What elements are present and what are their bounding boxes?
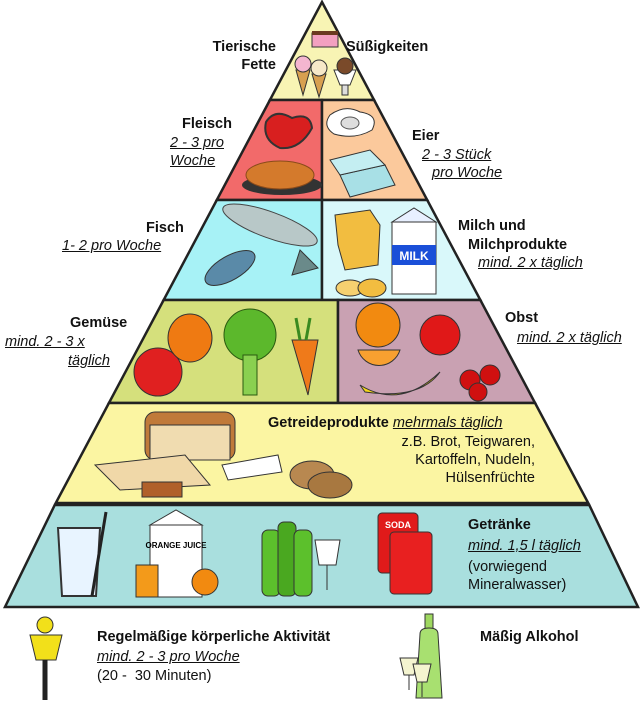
vegetables-frequency: mind. 2 - 3 x [5,334,85,350]
grains-examples: z.B. Brot, Teigwaren, Kartoffeln, Nudeln… [300,433,535,487]
chicken-icon [242,160,322,195]
cake-icon [311,31,339,48]
fruit-label: Obst [505,310,539,326]
fats-label-line: Tierische [212,39,276,55]
meat-label: Fleisch [182,116,232,132]
juice-label: ORANGE JUICE [146,541,208,550]
activity-label: Regelmäßige körperliche Aktivität [97,629,331,645]
water-glass-icon [56,511,108,597]
dairy-label: Milch und [458,218,526,234]
grains-frequency: mehrmals täglich [392,415,503,431]
grains-example: Kartoffeln, Nudeln, [415,452,535,468]
grains-example: z.B. Brot, Teigwaren, [401,434,535,450]
broccoli-icon [223,308,277,396]
fruit-frequency: mind. 2 x täglich [517,330,622,346]
cherries-icon [459,364,501,402]
apple-icon [419,314,461,356]
meat-frequency: 2 - 3 pro [170,135,224,151]
eggs-label: Eier [412,128,440,144]
ice-cream-icon [294,55,328,99]
grains-label: Getreideprodukte [268,415,389,431]
vegetables-frequency: täglich [68,353,110,369]
alcohol-label: Mäßig Alkohol [480,629,579,645]
cyclist-icon [29,616,63,700]
sundae-icon [333,57,357,96]
fish-label: Fisch [146,220,184,236]
milk-carton-icon: MILK [390,207,438,295]
drinks-note: Mineralwasser) [468,577,567,593]
soda-label: SODA [385,520,412,530]
dairy-label: Milchprodukte [468,237,568,253]
sweets-label: Süßigkeiten [346,39,429,55]
grains-example: Hülsenfrüchte [445,470,535,486]
drinks-label: Getränke [468,517,531,533]
activity-duration: (20 - 30 Minuten) [97,668,212,684]
orange-icon [355,302,401,366]
activity-frequency: mind. 2 - 3 pro Woche [97,649,240,665]
water-bottles-icon [261,521,341,597]
salmon-icon [222,203,319,276]
orange-juice-icon: ORANGE JUICE [135,509,219,598]
fish-frequency: 1- 2 pro Woche [62,238,162,254]
fried-egg-icon [326,108,375,137]
fats-label-line: Fette [241,57,276,73]
carrot-icon [291,317,319,396]
drinks-frequency: mind. 1,5 l täglich [468,538,581,554]
bread-icon [93,411,283,498]
eggs-frequency: pro Woche [432,165,503,181]
grains-heading: Getreideprodukte mehrmals täglich [268,414,502,432]
wine-bottle-icon [399,613,443,699]
soda-can-icon: SODA [377,512,433,595]
tomato-icon [133,347,183,397]
dairy-frequency: mind. 2 x täglich [478,255,583,271]
egg-carton-icon [329,149,396,198]
banana-icon [359,371,441,396]
cheese-icon [334,209,387,298]
fish-icon [204,250,256,286]
pumpkin-icon [167,313,213,363]
eggs-frequency: 2 - 3 Stück [422,147,492,163]
meat-frequency: Woche [170,153,216,169]
vegetables-label: Gemüse [70,315,128,331]
steak-icon [264,112,314,150]
drinks-note: (vorwiegend [468,559,547,575]
milk-label: MILK [399,249,429,263]
potato-icon [289,460,353,499]
